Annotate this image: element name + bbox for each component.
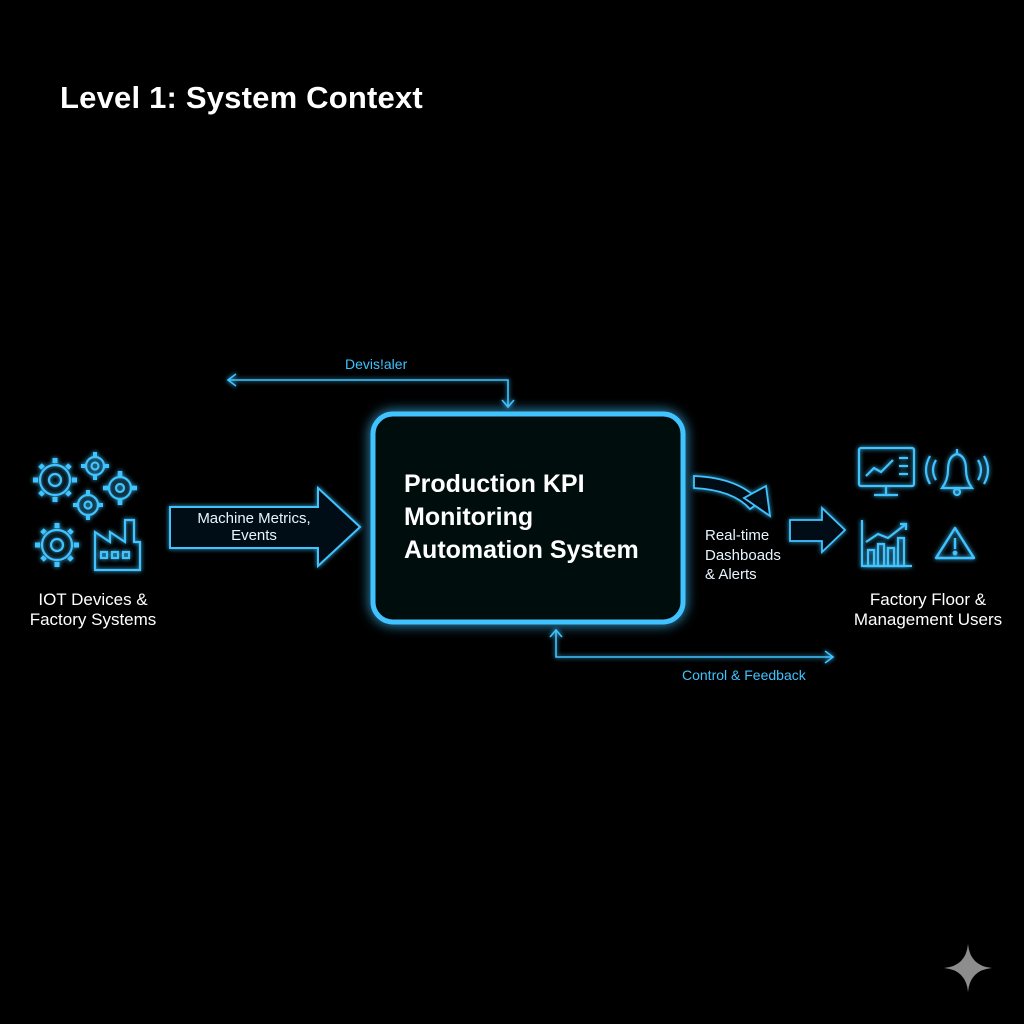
output-flow-line-2: Dashboads [705, 546, 781, 564]
curved-output-arrow [693, 475, 772, 518]
system-label-line-3: Automation System [404, 536, 639, 564]
input-flow-line-2: Events [231, 527, 277, 545]
top-flow-arrow [226, 373, 515, 409]
top-flow-label: Devis!aler [345, 356, 408, 372]
input-flow-arrow [169, 485, 362, 569]
left-entity-line-1: IOT Devices & [38, 590, 148, 609]
left-entity-line-2: Factory Systems [29, 609, 157, 629]
monitor-chart-icon [857, 446, 916, 497]
system-box [370, 411, 686, 625]
system-label-line-2: Monitoring [404, 503, 534, 531]
output-flow-line-1: Real-time [705, 527, 770, 544]
warning-icon [934, 526, 976, 560]
system-label: Production KPI Monitoring Automation Sys… [404, 468, 639, 567]
gears-icon [33, 452, 137, 567]
left-entity-label: IOT Devices & Factory Systems [20, 590, 166, 629]
input-flow-label: Machine Metrics, Events [176, 510, 332, 545]
input-flow-line-1: Machine Metrics, [197, 510, 311, 527]
page-title: Level 1: System Context [60, 80, 423, 115]
factory-icon [93, 518, 142, 572]
system-label-line-1: Production KPI [404, 470, 585, 498]
output-flow-label: Real-time Dashboads & Alerts [705, 526, 781, 585]
bottom-flow-arrow [549, 628, 835, 664]
bell-icon [924, 449, 990, 497]
sparkle-icon [944, 944, 992, 992]
right-entity-line-2: Management Users [853, 609, 1003, 629]
bar-chart-icon [860, 520, 912, 568]
right-entity-line-1: Factory Floor & [869, 590, 987, 609]
output-flow-arrow [789, 505, 847, 555]
right-entity-label: Factory Floor & Management Users [842, 590, 1014, 629]
output-flow-line-3: & Alerts [705, 566, 757, 583]
bottom-flow-label: Control & Feedback [682, 667, 806, 683]
